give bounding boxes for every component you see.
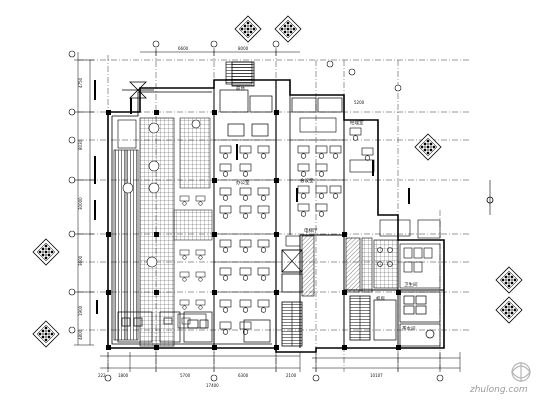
stair-top xyxy=(231,61,255,87)
marker-right-mid xyxy=(495,266,523,294)
right-section-marker xyxy=(486,180,494,215)
dimension-lines-bottom xyxy=(100,352,461,372)
dim-left-4: 1900 xyxy=(78,305,83,316)
dim-left-3: 3600 xyxy=(78,255,83,266)
room-labels: 办公室 会议室 经理室 电梯厅 卫生间 前台 茶水间 机房 xyxy=(236,85,418,332)
open-office-grid xyxy=(117,117,213,347)
room-label-lift-lobby: 电梯厅 xyxy=(304,227,318,234)
watermark-text: zhulong.com xyxy=(469,385,528,395)
dim-top-2: 5200 xyxy=(354,100,365,105)
stair-bottom xyxy=(281,301,303,347)
marker-left xyxy=(32,238,60,266)
dim-bottom-0: 222 xyxy=(98,373,106,378)
elevator-core xyxy=(281,235,303,293)
dim-left-5: 4800 xyxy=(78,329,83,340)
structural-columns xyxy=(106,110,401,350)
dimension-texts: 222 1800 5700 17400 6300 2100 10107 4750… xyxy=(78,46,383,388)
dim-bottom-2: 5700 xyxy=(180,373,191,378)
marker-right-upper xyxy=(414,133,442,161)
room-label-machine-room: 机房 xyxy=(376,295,385,302)
dim-left-0: 4750 xyxy=(78,77,83,88)
marker-top-right xyxy=(274,15,302,43)
building-walls xyxy=(107,79,445,353)
room-label-manager: 经理室 xyxy=(350,119,364,126)
marker-top-left xyxy=(234,15,262,43)
left-curtain-wall xyxy=(113,149,139,341)
dim-bottom-3: 17400 xyxy=(206,383,219,388)
washroom-block xyxy=(373,219,441,289)
room-label-pantry: 茶水间 xyxy=(402,325,416,332)
dim-bottom-1: 1800 xyxy=(118,373,129,378)
room-label-office: 办公室 xyxy=(236,179,250,186)
marker-right-low xyxy=(495,296,523,324)
service-shafts xyxy=(301,235,373,297)
dim-top-0: 6600 xyxy=(178,46,189,51)
workstations-middle xyxy=(219,145,270,335)
lower-right-rooms xyxy=(373,291,441,347)
room-label-washroom: 卫生间 xyxy=(404,281,418,288)
vertical-annotations xyxy=(94,80,410,314)
room-label-reception: 前台 xyxy=(236,85,245,92)
dim-bottom-6: 10107 xyxy=(370,373,383,378)
round-tables xyxy=(122,119,201,268)
dimension-lines-left xyxy=(74,52,94,346)
dim-bottom-4: 6300 xyxy=(238,373,249,378)
dimension-lines-top xyxy=(140,48,300,56)
lower-left-rooms xyxy=(117,311,271,343)
entrance-symbol xyxy=(122,81,154,99)
watermark-logo xyxy=(511,362,531,382)
marker-bottom-left xyxy=(32,320,60,348)
dim-left-2: 30000 xyxy=(78,197,83,210)
diamond-markers xyxy=(32,15,523,348)
dim-top-1: 8000 xyxy=(238,46,249,51)
axis-bubbles xyxy=(68,40,494,382)
room-label-meeting: 会议室 xyxy=(300,177,314,184)
dim-left-1: 8030 xyxy=(78,139,83,150)
workstations-right xyxy=(297,117,375,217)
stair-right xyxy=(349,295,371,341)
dim-bottom-5: 2100 xyxy=(286,373,297,378)
